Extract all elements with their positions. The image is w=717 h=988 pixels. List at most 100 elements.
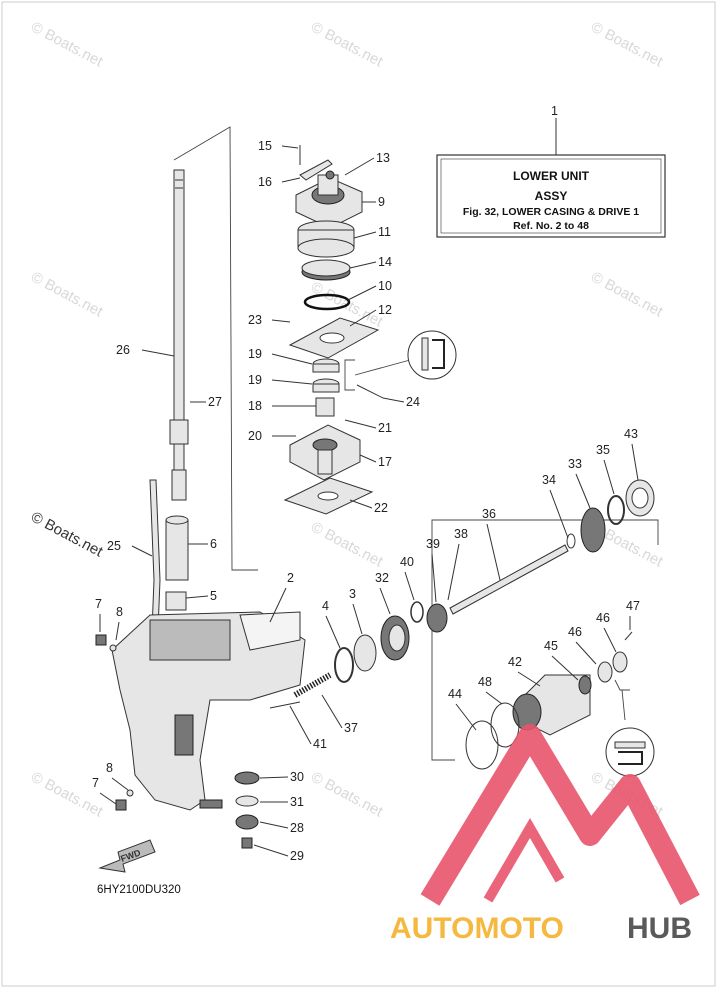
part-callout-46: 46 <box>596 611 610 625</box>
callout-leader-line <box>289 705 312 745</box>
callout-leader-line <box>347 285 377 301</box>
shift-plunger <box>269 701 301 709</box>
drive-shaft <box>169 169 189 501</box>
callout-leader-line <box>485 691 503 705</box>
part-callout-5: 5 <box>210 589 217 603</box>
part-callout-11: 11 <box>378 225 391 239</box>
callout-leader-line <box>281 177 301 183</box>
detail-inset-seal <box>407 330 457 380</box>
watermark-text: © Boats.net <box>28 19 106 71</box>
part-callout-12: 12 <box>378 303 392 317</box>
part-callout-33: 33 <box>568 457 582 471</box>
part-callout-36: 36 <box>482 507 496 521</box>
part-callout-14: 14 <box>378 255 392 269</box>
part-callout-44: 44 <box>448 687 462 701</box>
callout-leader-line <box>325 615 341 649</box>
callout-leader-line <box>455 703 477 731</box>
callout-leader-line <box>269 587 287 623</box>
watermark-text: © Boats.net <box>308 19 386 71</box>
sleeve-part <box>165 519 189 581</box>
part-callout-4: 4 <box>322 599 329 613</box>
callout-leader-line <box>259 821 289 829</box>
info-box: 1 LOWER UNIT ASSY Fig. 32, LOWER CASING … <box>436 104 666 238</box>
callout-leader-line <box>271 319 291 323</box>
part-callout-43: 43 <box>624 427 638 441</box>
o-ring <box>303 293 351 311</box>
part-callout-13: 13 <box>376 151 390 165</box>
watermark-text: © Boats.net <box>308 519 386 571</box>
part-callout-17: 17 <box>378 455 392 469</box>
part-callout-34: 34 <box>542 473 556 487</box>
callout-leader-line <box>382 397 405 403</box>
callout-leader-line <box>281 145 299 149</box>
info-part-number: 1 <box>551 104 558 118</box>
part-callout-8: 8 <box>116 605 123 619</box>
watermark-text: © Boats.net <box>588 269 666 321</box>
callout-leader-line <box>486 523 501 581</box>
pump-housing-lower <box>289 424 361 481</box>
callout-leader-line <box>111 777 129 791</box>
info-line-2: ASSY <box>535 189 568 203</box>
part-callout-25: 25 <box>107 539 121 553</box>
part-callout-19: 19 <box>248 373 262 387</box>
propeller-shaft-assembly <box>334 479 655 683</box>
callout-leader-line <box>551 655 579 681</box>
collar <box>315 397 335 417</box>
diagram-code: 6HY2100DU320 <box>97 884 181 896</box>
callout-leaders <box>99 145 639 857</box>
callout-leader-line <box>575 473 591 509</box>
automotohub-logo: AUTOMOTO HUB <box>390 724 700 945</box>
part-callout-15: 15 <box>258 139 272 153</box>
callout-leader-line <box>575 641 597 665</box>
part-callout-20: 20 <box>248 429 262 443</box>
part-callout-32: 32 <box>375 571 389 585</box>
part-callout-16: 16 <box>258 175 272 189</box>
part-callout-8: 8 <box>106 761 113 775</box>
brand-text-1: AUTOMOTO <box>390 912 564 945</box>
part-callout-21: 21 <box>378 421 392 435</box>
detail-inset-seal-2 <box>605 727 655 777</box>
part-callout-26: 26 <box>116 343 130 357</box>
callout-leader-line <box>344 157 375 176</box>
forward-direction-arrow: FWD <box>98 839 156 873</box>
part-callout-22: 22 <box>374 501 388 515</box>
part-callout-10: 10 <box>378 279 392 293</box>
part-callout-18: 18 <box>248 399 262 413</box>
callout-leader-line <box>352 603 363 635</box>
part-callout-48: 48 <box>478 675 492 689</box>
side-watermark: © Boats.net <box>28 509 106 561</box>
lower-casing <box>111 611 306 811</box>
callout-leader-line <box>603 459 615 495</box>
part-callout-6: 6 <box>210 537 217 551</box>
info-line-4: Ref. No. 2 to 48 <box>513 220 589 232</box>
watermark-text: © Boats.net <box>28 269 106 321</box>
callout-leader-line <box>344 419 377 429</box>
part-callout-31: 31 <box>290 795 304 809</box>
callout-leader-line <box>603 627 617 653</box>
impeller <box>301 259 351 281</box>
part-callout-39: 39 <box>426 537 440 551</box>
part-callout-24: 24 <box>406 395 420 409</box>
callout-leader-line <box>349 499 373 509</box>
callout-leader-line <box>404 571 415 601</box>
assembly-bracket-lines <box>173 126 659 761</box>
callout-leader-line <box>185 595 209 599</box>
callout-leader-line <box>517 671 541 687</box>
info-line-1: LOWER UNIT <box>513 169 590 183</box>
part-callout-42: 42 <box>508 655 522 669</box>
bolt-upper <box>95 634 107 646</box>
bushing-part <box>165 591 187 611</box>
callout-leader-line <box>271 379 313 385</box>
brand-text-2: HUB <box>627 912 692 945</box>
bolt-lower <box>115 799 127 811</box>
watermark-text: © Boats.net <box>588 19 666 71</box>
pump-housing-upper <box>295 174 363 229</box>
callout-leader-line <box>379 587 391 615</box>
part-callout-37: 37 <box>344 721 358 735</box>
callout-leader-line <box>359 454 377 463</box>
callout-leader-line <box>131 545 153 557</box>
part-callout-28: 28 <box>290 821 304 835</box>
